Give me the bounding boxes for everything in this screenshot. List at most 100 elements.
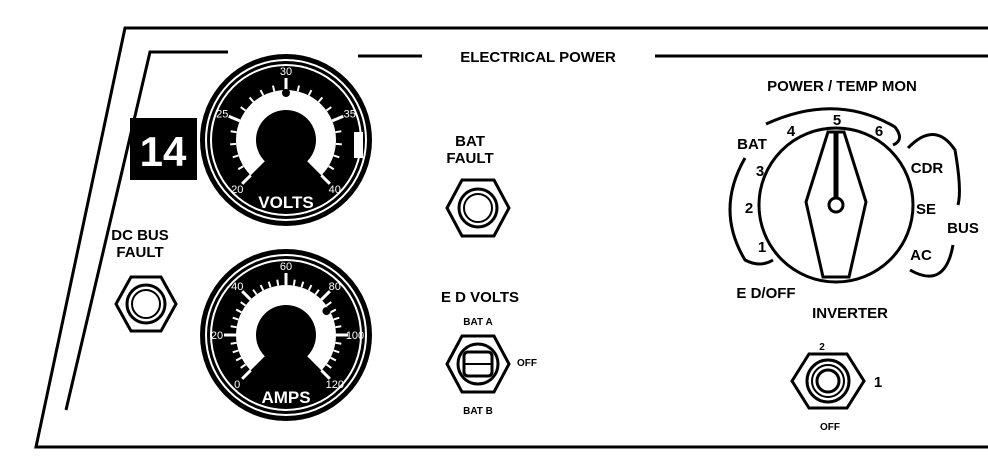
gauge-tick [240, 301, 247, 307]
gauge-tick [241, 290, 252, 301]
panel-number: 14 [140, 128, 187, 175]
selector-brackets [728, 107, 961, 278]
gauge-tick [271, 85, 276, 92]
gauge-tick [259, 284, 265, 291]
ed-volts-switch[interactable] [445, 334, 511, 394]
power-temp-mon-selector[interactable] [757, 126, 915, 284]
gauge-scale-label: 120 [326, 379, 344, 391]
gauge-scale-band [236, 90, 336, 176]
gauge-pointer [322, 307, 331, 316]
gauge-tick [240, 106, 247, 112]
gauge-scale-label: 60 [280, 261, 292, 273]
gauge-tick [325, 106, 332, 112]
ed-volts-bat-a: BAT A [463, 317, 492, 328]
gauge-tick [317, 96, 324, 103]
position-2: 2 [745, 200, 753, 217]
gauge-tick [232, 154, 239, 159]
dc-bus-fault-button[interactable] [114, 275, 178, 333]
position-ac: AC [910, 247, 932, 264]
gauge-scale-label: 40 [329, 184, 341, 196]
gauge-label: AMPS [261, 388, 310, 407]
position-6: 6 [875, 123, 883, 140]
gauge-tick [307, 89, 313, 96]
gauge-tick [328, 165, 335, 171]
gauge-tick [325, 363, 332, 369]
gauge-tick [320, 174, 331, 185]
gauge-tick [330, 308, 337, 314]
dc-bus-fault-label-2: FAULT [116, 244, 163, 261]
gauge-tick [335, 130, 342, 134]
gauge-ring [205, 59, 367, 221]
gauge-tick [235, 356, 242, 362]
position-3: 3 [756, 163, 764, 180]
gauge-tick [241, 369, 252, 380]
position-4: 4 [787, 123, 796, 140]
gauge-tick [333, 154, 340, 159]
gauge-scale-label: 20 [231, 184, 243, 196]
gauge-tick [331, 114, 344, 123]
gauge-tick [241, 174, 252, 185]
gauge-tick [230, 130, 237, 134]
gauge-scale-label: 25 [216, 109, 228, 121]
bat-fault-label-1: BAT [455, 133, 485, 150]
inverter-switch[interactable] [790, 352, 866, 410]
gauge-scale-label: 0 [234, 379, 240, 391]
position-se: SE [916, 201, 936, 218]
gauge-tick [230, 325, 237, 329]
position-5: 5 [833, 112, 841, 129]
gauge-tick [240, 363, 247, 369]
inverter-pos-2: 2 [819, 342, 825, 353]
gauge-tick [330, 356, 337, 362]
bat-fault-button[interactable] [445, 178, 511, 238]
gauge-scale-band [236, 285, 336, 371]
bat-fault-label-2: FAULT [446, 150, 493, 167]
ed-volts-title: E D VOLTS [441, 289, 519, 306]
gauge-tick [307, 284, 313, 291]
gauge-tick [259, 89, 265, 96]
gauge-tick [232, 349, 239, 354]
gauge-tick [252, 289, 258, 296]
bus-group-label: BUS [947, 220, 979, 237]
gauge-label: VOLTS [258, 193, 313, 212]
gauge-tick [320, 290, 331, 301]
gauge-scale-label: 20 [211, 330, 223, 342]
gauge-tick [232, 316, 239, 321]
power-temp-mon-title: POWER / TEMP MON [767, 78, 917, 95]
gauge-scale-label: 35 [344, 109, 356, 121]
gauge-ring [205, 254, 367, 416]
gauge-tick [314, 289, 320, 296]
inverter-pos-off: OFF [820, 422, 840, 433]
ed-volts-bat-b: BAT B [463, 406, 493, 417]
ed-volts-off: OFF [517, 358, 537, 369]
gauge-tick [296, 85, 301, 92]
gauge-pointer [282, 89, 290, 97]
gauge-tick [292, 279, 296, 286]
gauge-tick [300, 281, 305, 288]
gauge-scale-label: 40 [231, 281, 243, 293]
gauge-tick [325, 301, 332, 307]
gauge-scale-label: 30 [280, 66, 292, 78]
panel-border [34, 26, 988, 449]
gauge-tick [267, 281, 272, 288]
panel-number-badge: 14 [130, 118, 197, 180]
selector-position-labels: E D/OFF 1 2 3 4 5 6 CDR SE AC [736, 112, 943, 302]
gauge-tick [228, 114, 241, 123]
gauge-tick [333, 316, 340, 321]
bat-group-label: BAT [737, 136, 767, 153]
gauge-tick [248, 96, 255, 103]
gauge-tick [276, 279, 280, 286]
inverter-title: INVERTER [812, 305, 888, 322]
volts-warning-window [354, 132, 363, 158]
position-ed-off: E D/OFF [736, 285, 795, 302]
position-cdr: CDR [911, 160, 944, 177]
gauge-tick [237, 165, 244, 171]
gauge-scale-label: 100 [346, 330, 364, 342]
gauge-scale-label: 80 [329, 281, 341, 293]
gauge-tick [335, 325, 342, 329]
gauge-tick [320, 369, 331, 380]
gauge-tick [230, 341, 237, 345]
position-1: 1 [758, 239, 766, 256]
gauge-tick [235, 308, 242, 314]
